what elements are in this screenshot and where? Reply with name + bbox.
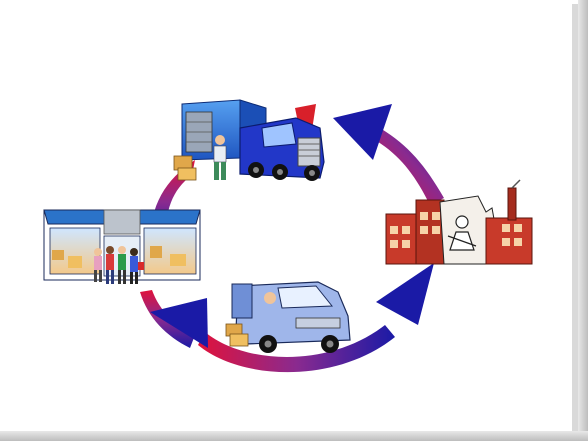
- arrow-van-to-factory: [198, 325, 395, 373]
- arrowhead-top-right: [333, 104, 392, 160]
- frame-edge-bottom: [0, 431, 588, 441]
- factory-icon: [385, 179, 533, 265]
- frame-shadow: [572, 4, 578, 431]
- retail-store-icon: [43, 209, 201, 284]
- semi-truck-icon: [173, 99, 325, 181]
- arrow-factory-to-truck: [375, 128, 444, 205]
- delivery-van-icon: [225, 281, 351, 353]
- frame-edge-right: [578, 0, 588, 441]
- arrowhead-bottom-right: [376, 263, 434, 325]
- arrowhead-bottom-left: [150, 298, 208, 348]
